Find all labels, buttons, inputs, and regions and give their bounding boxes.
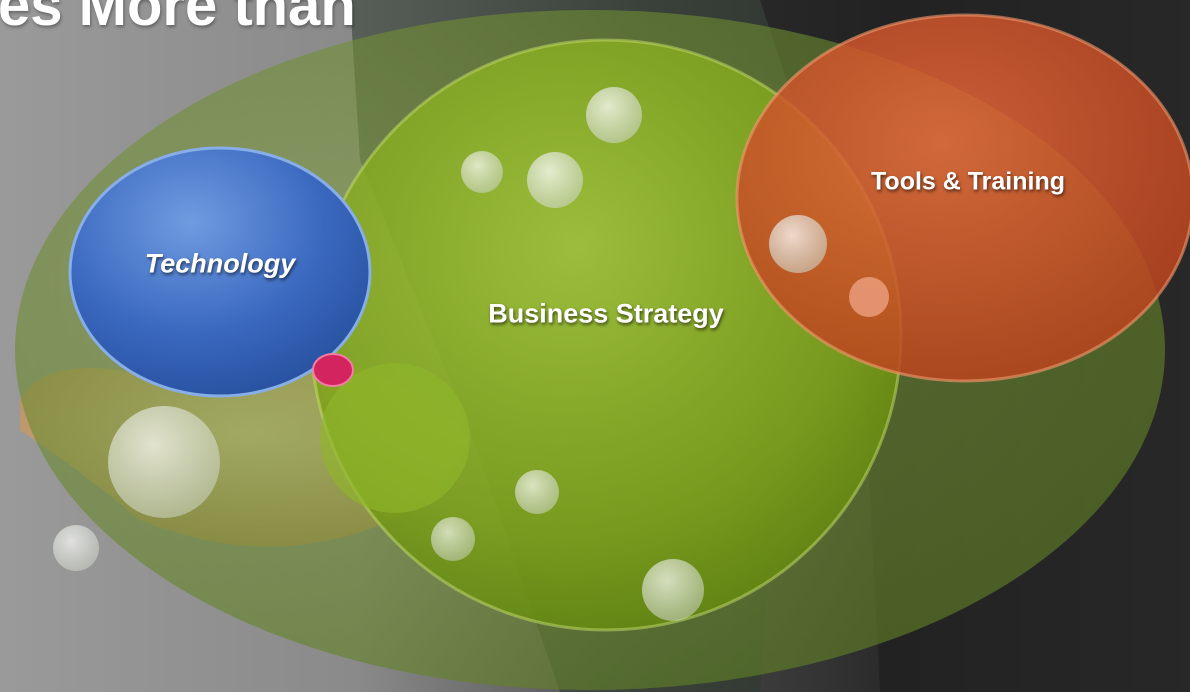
bead	[642, 559, 704, 621]
bead	[108, 406, 220, 518]
bead	[527, 152, 583, 208]
bead	[515, 470, 559, 514]
bead	[849, 277, 889, 317]
accent-dot	[312, 353, 354, 387]
business-strategy-label: Business Strategy	[488, 298, 724, 329]
tools-training-label: Tools & Training	[871, 167, 1065, 196]
bead	[769, 215, 827, 273]
tools-training-circle	[735, 13, 1190, 383]
bead	[53, 525, 99, 571]
technology-circle	[68, 146, 372, 398]
technology-label: Technology	[144, 248, 296, 279]
small-green-circle	[320, 363, 470, 513]
bead	[586, 87, 642, 143]
bead	[461, 151, 503, 193]
bead	[431, 517, 475, 561]
slide-title: es More than	[0, 0, 356, 38]
